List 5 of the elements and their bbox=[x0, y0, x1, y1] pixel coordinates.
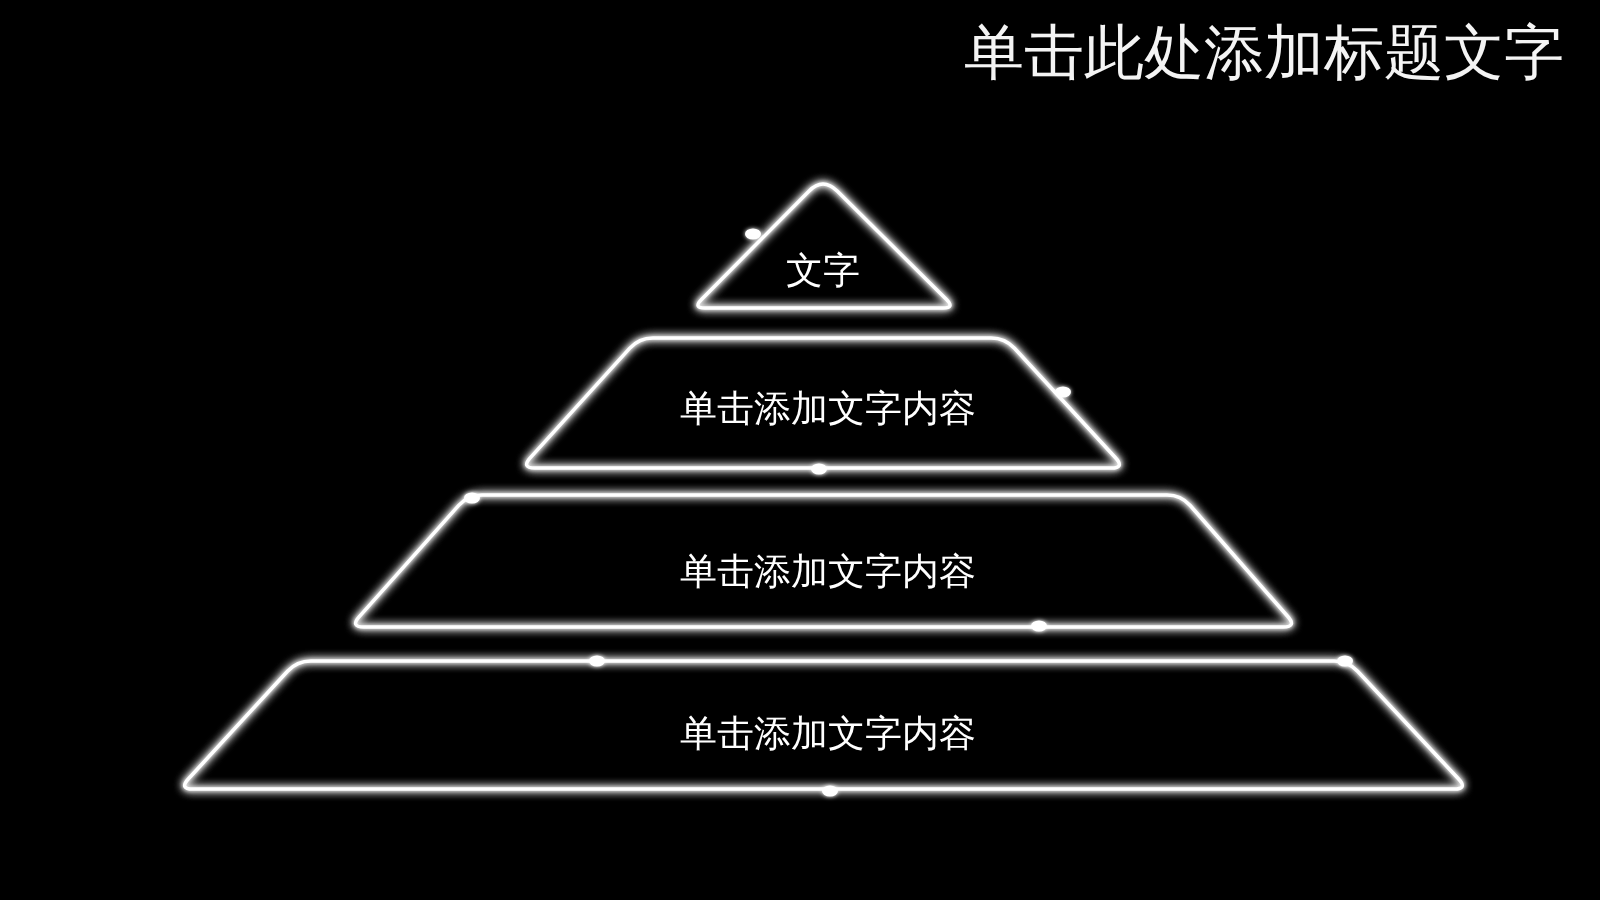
tier-label: 单击添加文字内容 bbox=[680, 550, 976, 594]
tier-label: 单击添加文字内容 bbox=[680, 387, 976, 431]
tier-label: 单击添加文字内容 bbox=[680, 712, 976, 756]
slide-title: 单击此处添加标题文字 bbox=[964, 16, 1564, 88]
tier-label: 文字 bbox=[786, 249, 860, 293]
